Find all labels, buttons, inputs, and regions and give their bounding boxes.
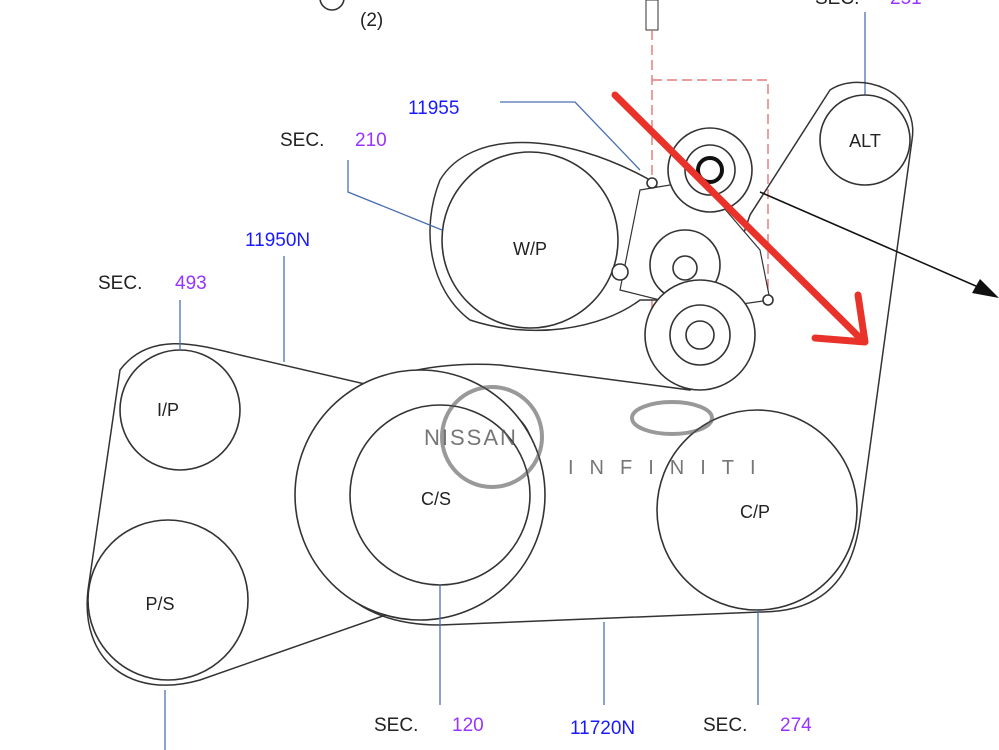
wp-section-label: SEC.	[280, 130, 324, 151]
red-arrow	[611, 91, 864, 342]
cs-section-label: SEC.	[374, 715, 418, 736]
wp-pulley	[441, 151, 619, 329]
ps-label: P/S	[145, 594, 174, 614]
red-arrow-head-icon	[811, 291, 869, 346]
alt-label: ALT	[849, 131, 881, 151]
cp-section-label: SEC.	[703, 715, 747, 736]
ps-belt-part-number: 11950N	[245, 230, 310, 251]
cp-pulley	[656, 409, 858, 611]
cp-label: C/P	[740, 502, 770, 522]
infiniti-watermark: INFINITI	[568, 457, 772, 479]
cs-section-number: 120	[452, 715, 484, 736]
wp-label: W/P	[513, 239, 547, 259]
infiniti-logo	[630, 400, 714, 436]
wp-belt	[429, 141, 731, 332]
cs-label: C/S	[421, 489, 451, 509]
alt-pulley	[819, 94, 911, 186]
quantity-label: (2)	[360, 10, 383, 31]
direction-arrow-icon	[972, 279, 999, 298]
callout-marker	[319, 0, 345, 11]
ip-section-number: 493	[175, 273, 207, 294]
ip-pulley	[119, 349, 241, 471]
nissan-watermark: NISSAN	[424, 425, 518, 450]
bolt-icon	[645, 0, 659, 31]
cp-section-number: 274	[780, 715, 812, 736]
ip-section-label: SEC.	[98, 273, 142, 294]
main-belt-part-number: 11720N	[570, 718, 635, 739]
tensioner-part-number: 11955	[408, 98, 459, 119]
wp-section-number: 210	[355, 130, 387, 151]
nissan-logo	[440, 385, 544, 489]
alt-section-number: 251	[890, 0, 922, 9]
ps-pulley	[87, 519, 249, 681]
ip-label: I/P	[157, 400, 179, 420]
alt-section-label: SEC.	[815, 0, 859, 9]
